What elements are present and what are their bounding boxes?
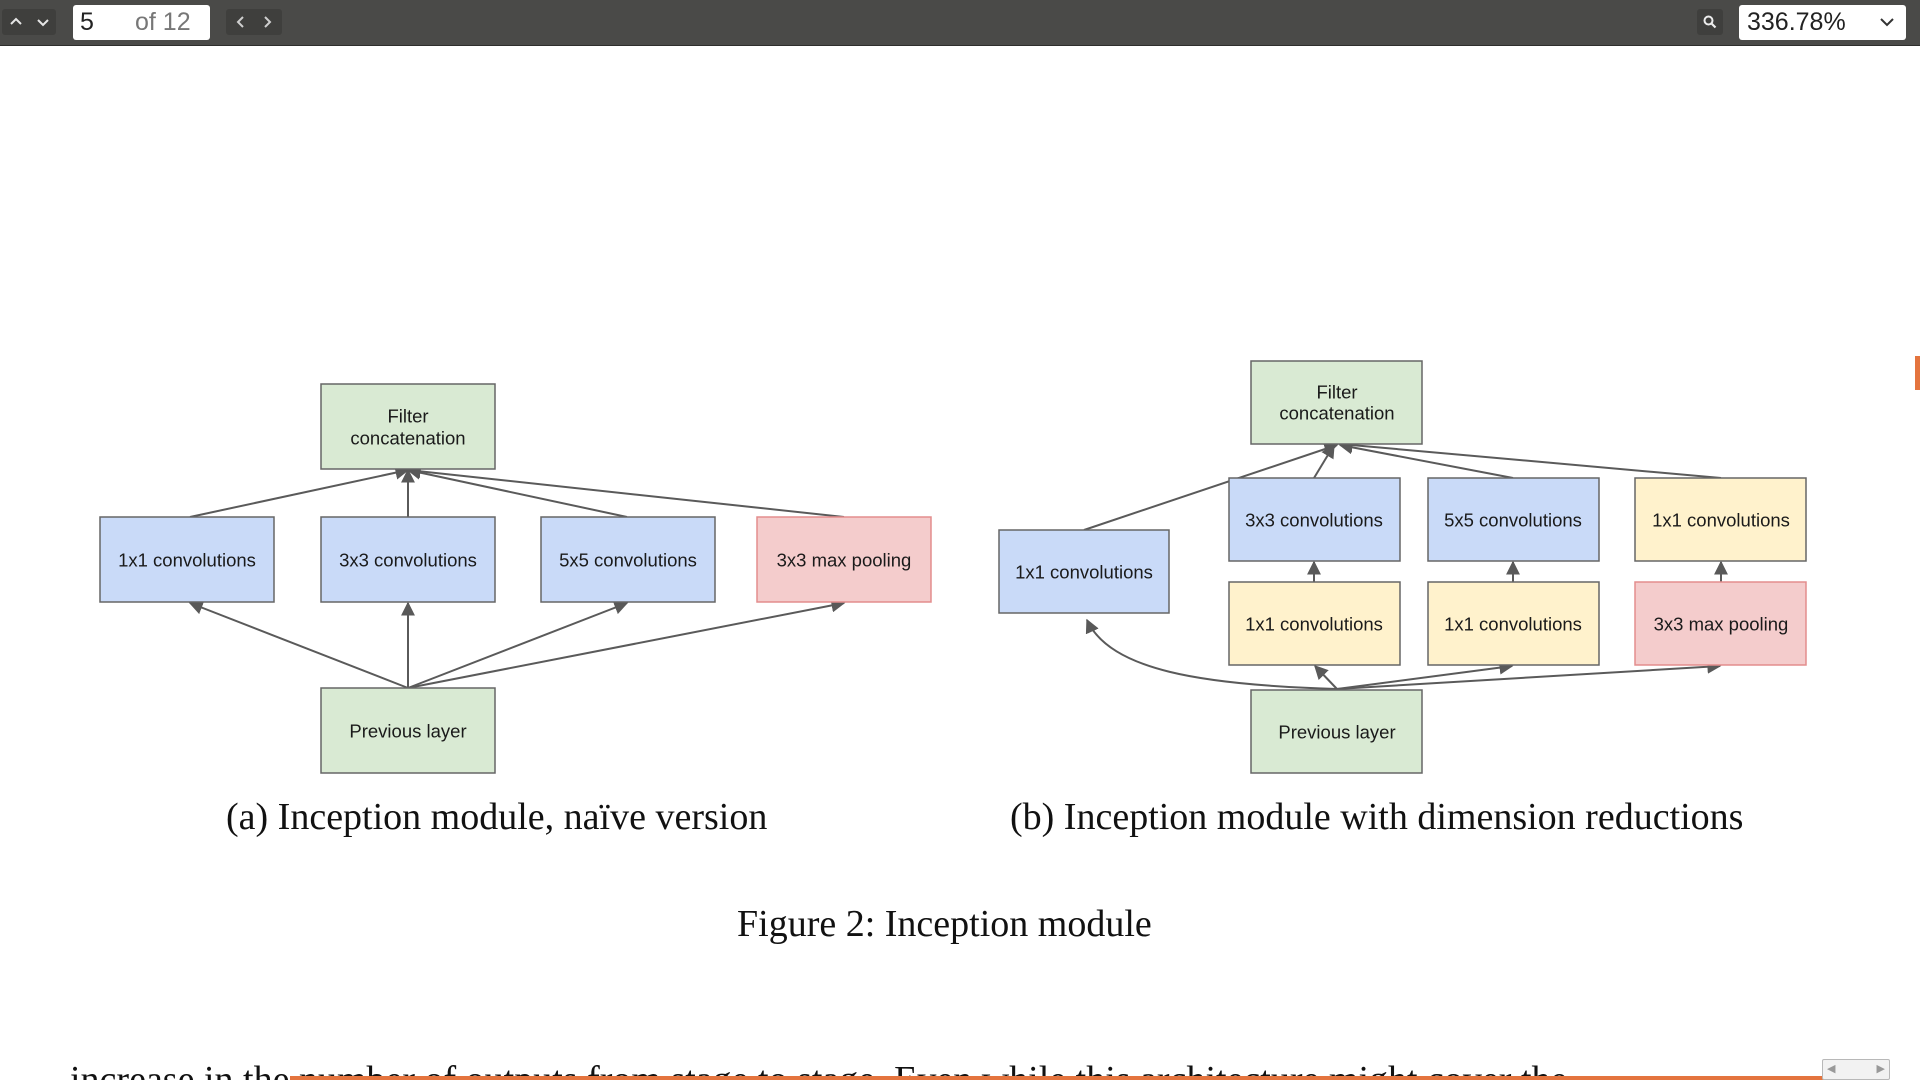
search-button[interactable] xyxy=(1697,9,1723,35)
zoom-value: 336.78% xyxy=(1747,8,1846,36)
edge-a-prev-pool xyxy=(407,598,846,689)
node-b-upper-3x3: 3x3 convolutions xyxy=(1228,477,1401,562)
inception-diagram: Filter concatenation 1x1 convolutions 3x… xyxy=(99,360,1807,774)
history-nav-group xyxy=(226,9,282,35)
node-b-filter-concat-line2: concatenation xyxy=(1279,403,1394,424)
node-b-lower-1x1-b: 1x1 convolutions xyxy=(1427,581,1600,666)
node-b-upper-5x5-label: 5x5 convolutions xyxy=(1444,510,1582,531)
node-b-lower-1x1-b-label: 1x1 convolutions xyxy=(1444,614,1582,635)
edge-b-upper3-concat xyxy=(1338,438,1722,479)
caption-b: (b) Inception module with dimension redu… xyxy=(1010,796,1744,838)
text-selection-bar xyxy=(290,1076,1830,1080)
figure-a xyxy=(188,464,846,689)
chevron-right-icon xyxy=(264,16,272,28)
node-b-maxpool: 3x3 max pooling xyxy=(1634,581,1807,666)
node-a-3x3-label: 3x3 convolutions xyxy=(339,550,477,571)
node-b-upper-3x3-label: 3x3 convolutions xyxy=(1245,510,1383,531)
node-a-filter-concat: Filter concatenation xyxy=(320,383,496,470)
forward-button[interactable] xyxy=(254,9,280,35)
page-current[interactable]: 5 xyxy=(80,8,94,36)
node-b-filter-concat: Filter concatenation xyxy=(1250,360,1423,445)
edge-b-prev-left xyxy=(1085,618,1338,690)
scroll-right-icon[interactable]: ▶ xyxy=(1876,1063,1885,1075)
edge-b-prev-lower2 xyxy=(1336,660,1514,690)
node-b-maxpool-label: 3x3 max pooling xyxy=(1654,614,1789,635)
node-b-left-1x1-label: 1x1 convolutions xyxy=(1015,562,1153,583)
node-b-previous-layer: Previous layer xyxy=(1250,689,1423,774)
edge-b-upper1-concat xyxy=(1313,443,1335,479)
body-text-line: increase in the number of outputs from s… xyxy=(70,1059,1568,1080)
node-a-previous-layer: Previous layer xyxy=(320,687,496,774)
node-b-upper-1x1: 1x1 convolutions xyxy=(1634,477,1807,562)
caption-a: (a) Inception module, naïve version xyxy=(226,796,768,838)
node-b-previous-layer-label: Previous layer xyxy=(1278,722,1395,743)
edge-a-5x5-concat xyxy=(406,465,628,518)
edge-b-upper2-concat xyxy=(1338,440,1514,479)
node-a-previous-layer-label: Previous layer xyxy=(349,721,466,742)
search-icon xyxy=(1703,15,1717,29)
page-total: of 12 xyxy=(135,8,191,36)
node-a-3x3: 3x3 convolutions xyxy=(320,516,496,603)
node-b-upper-1x1-label: 1x1 convolutions xyxy=(1652,510,1790,531)
node-a-1x1-label: 1x1 convolutions xyxy=(118,550,256,571)
next-page-button[interactable] xyxy=(30,9,56,35)
node-b-filter-concat-line1: Filter xyxy=(1316,382,1357,403)
edge-a-pool-concat xyxy=(406,464,845,518)
horizontal-scrollbar[interactable]: ◀ ▶ xyxy=(1822,1059,1890,1080)
node-b-upper-5x5: 5x5 convolutions xyxy=(1427,477,1600,562)
edge-a-1x1-concat xyxy=(189,465,410,518)
pdf-toolbar: 5 of 12 336.78% xyxy=(0,0,1920,46)
scroll-left-icon[interactable]: ◀ xyxy=(1827,1063,1836,1075)
node-a-filter-concat-line2: concatenation xyxy=(350,428,465,449)
edge-b-prev-lower1 xyxy=(1314,664,1338,690)
node-b-lower-1x1-a: 1x1 convolutions xyxy=(1228,581,1401,666)
chevron-down-icon xyxy=(37,19,49,27)
edge-b-prev-lower3 xyxy=(1336,659,1722,690)
previous-page-button[interactable] xyxy=(3,9,29,35)
node-b-lower-1x1-a-label: 1x1 convolutions xyxy=(1245,614,1383,635)
node-a-filter-concat-line1: Filter xyxy=(387,406,428,427)
page-number-input[interactable]: 5 of 12 xyxy=(73,5,210,40)
figure-caption: Figure 2: Inception module xyxy=(737,903,1152,945)
chevron-up-icon xyxy=(10,17,22,25)
back-button[interactable] xyxy=(228,9,254,35)
figure-b xyxy=(1083,438,1728,690)
node-a-5x5: 5x5 convolutions xyxy=(540,516,716,603)
edge-a-prev-5x5 xyxy=(407,601,629,689)
chevron-down-icon xyxy=(1880,18,1894,27)
node-b-left-1x1: 1x1 convolutions xyxy=(998,529,1170,614)
chevron-left-icon xyxy=(236,16,244,28)
edge-a-prev-1x1 xyxy=(188,601,409,689)
node-a-maxpool: 3x3 max pooling xyxy=(756,516,932,603)
edge-b-left-concat xyxy=(1083,442,1339,531)
node-a-1x1: 1x1 convolutions xyxy=(99,516,275,603)
node-a-maxpool-label: 3x3 max pooling xyxy=(777,550,912,571)
zoom-select[interactable]: 336.78% xyxy=(1739,5,1906,40)
node-a-5x5-label: 5x5 convolutions xyxy=(559,550,697,571)
scroll-position-marker xyxy=(1915,356,1920,390)
